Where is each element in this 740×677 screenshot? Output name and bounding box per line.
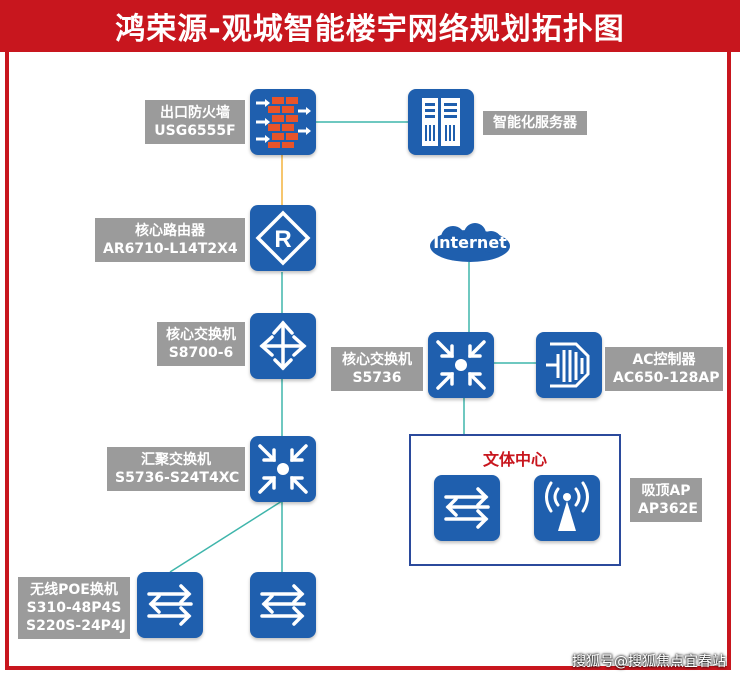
ac-controller-model: AC650-128AP xyxy=(613,370,720,386)
core-switch-right-device[interactable] xyxy=(428,332,494,398)
ap-name: 吸顶AP xyxy=(641,483,691,499)
router-name: 核心路由器 xyxy=(135,223,205,239)
firewall-model: USG6555F xyxy=(154,123,236,139)
agg-switch-device[interactable] xyxy=(250,436,316,502)
ap-model: AP362E xyxy=(638,501,698,517)
center-switch-device[interactable] xyxy=(434,475,500,541)
ap-label: 吸顶AP AP362E xyxy=(630,478,702,522)
poe-switch-name: 无线POE换机 xyxy=(30,582,118,598)
firewall-device[interactable] xyxy=(250,89,316,155)
ac-controller-name: AC控制器 xyxy=(632,352,696,368)
server-icon xyxy=(422,98,460,146)
core-switch-left-label: 核心交换机 S8700-6 xyxy=(157,322,245,366)
router-icon: R xyxy=(255,210,311,266)
ap-device[interactable] xyxy=(534,475,600,541)
server-name: 智能化服务器 xyxy=(493,115,577,131)
firewall-label: 出口防火墙 USG6555F xyxy=(145,100,245,144)
aggregation-switch-icon xyxy=(436,340,486,390)
poe-switch-model-2: S220S-24P4J xyxy=(26,618,126,634)
page-title: 鸿荣源-观城智能楼宇网络规划拓扑图 xyxy=(0,0,740,52)
core-switch-right-name: 核心交换机 xyxy=(342,352,412,368)
firewall-icon xyxy=(256,97,311,148)
cloud-icon xyxy=(430,223,510,262)
link-agg-poe1 xyxy=(169,500,283,573)
server-label: 智能化服务器 xyxy=(483,111,587,135)
core-switch-right-model: S5736 xyxy=(352,370,402,386)
poe-switch-icon xyxy=(260,584,306,626)
ac-controller-label: AC控制器 AC650-128AP xyxy=(605,347,723,391)
ac-controller-device[interactable] xyxy=(536,332,602,398)
access-point-icon xyxy=(545,481,589,531)
poe-switch-device-2[interactable] xyxy=(250,572,316,638)
agg-switch-name: 汇聚交换机 xyxy=(141,452,211,468)
router-device[interactable]: R xyxy=(250,205,316,271)
poe-switch-device-1[interactable] xyxy=(137,572,203,638)
core-switch-icon xyxy=(259,320,307,371)
watermark: 搜狐号@搜狐焦点宜春站 xyxy=(572,654,726,670)
center-box-title: 文体中心 xyxy=(482,450,547,469)
agg-switch-model: S5736-S24T4XC xyxy=(115,470,240,486)
internet-label: Internet xyxy=(433,233,507,252)
svg-text:R: R xyxy=(274,226,291,253)
poe-switch-icon xyxy=(444,487,490,529)
router-model: AR6710-L14T2X4 xyxy=(103,241,238,257)
core-switch-right-label: 核心交换机 S5736 xyxy=(331,347,423,391)
poe-switch-icon xyxy=(147,584,193,626)
poe-switch-label: 无线POE换机 S310-48P4S S220S-24P4J xyxy=(18,577,130,639)
router-label: 核心路由器 AR6710-L14T2X4 xyxy=(95,218,245,262)
core-switch-left-model: S8700-6 xyxy=(168,345,234,361)
diagram-frame xyxy=(5,52,731,670)
core-switch-left-device[interactable] xyxy=(250,313,316,379)
agg-switch-label: 汇聚交换机 S5736-S24T4XC xyxy=(107,447,245,491)
aggregation-switch-icon xyxy=(258,444,308,494)
core-switch-left-name: 核心交换机 xyxy=(166,327,236,343)
firewall-name: 出口防火墙 xyxy=(160,105,230,121)
server-device[interactable] xyxy=(408,89,474,155)
poe-switch-model-1: S310-48P4S xyxy=(26,600,122,616)
ac-controller-icon xyxy=(546,342,590,388)
